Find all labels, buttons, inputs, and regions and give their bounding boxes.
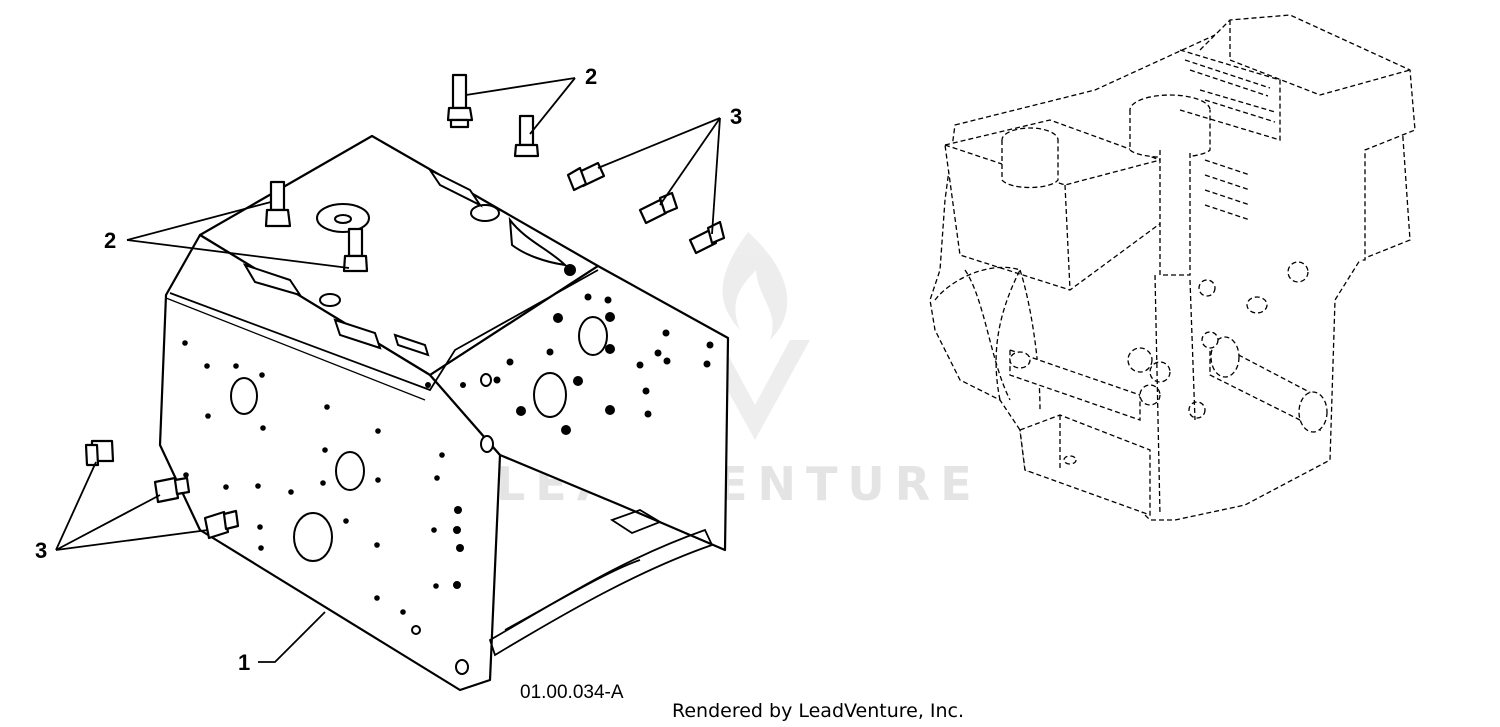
callout-3-right: 3 (730, 104, 742, 129)
frame-bracket (158, 134, 730, 692)
leader-lines (55, 77, 721, 663)
screw-icon (203, 509, 240, 540)
cooling-fins (1179, 49, 1281, 221)
stud-bolt-icon (342, 227, 369, 273)
render-credit: Rendered by LeadVenture, Inc. (672, 700, 964, 722)
stud-bolt-icon (446, 73, 474, 129)
stud-bolt-icon (264, 180, 292, 228)
screw-icon (153, 476, 191, 504)
frame-small-holes (182, 340, 464, 615)
callout-2-top: 2 (585, 64, 597, 89)
screw-icon (638, 191, 679, 225)
engine-reference-ghost (929, 14, 1416, 521)
screw-icon (688, 220, 726, 255)
stud-bolt-icon (513, 114, 540, 158)
screw-icon (566, 161, 606, 192)
side-small-holes (425, 264, 714, 435)
screw-icon (84, 439, 115, 467)
drawing-number: 01.00.034-A (520, 682, 624, 703)
callout-1: 1 (238, 650, 250, 675)
callout-2-left: 2 (104, 228, 116, 253)
callout-3-left: 3 (35, 538, 47, 563)
